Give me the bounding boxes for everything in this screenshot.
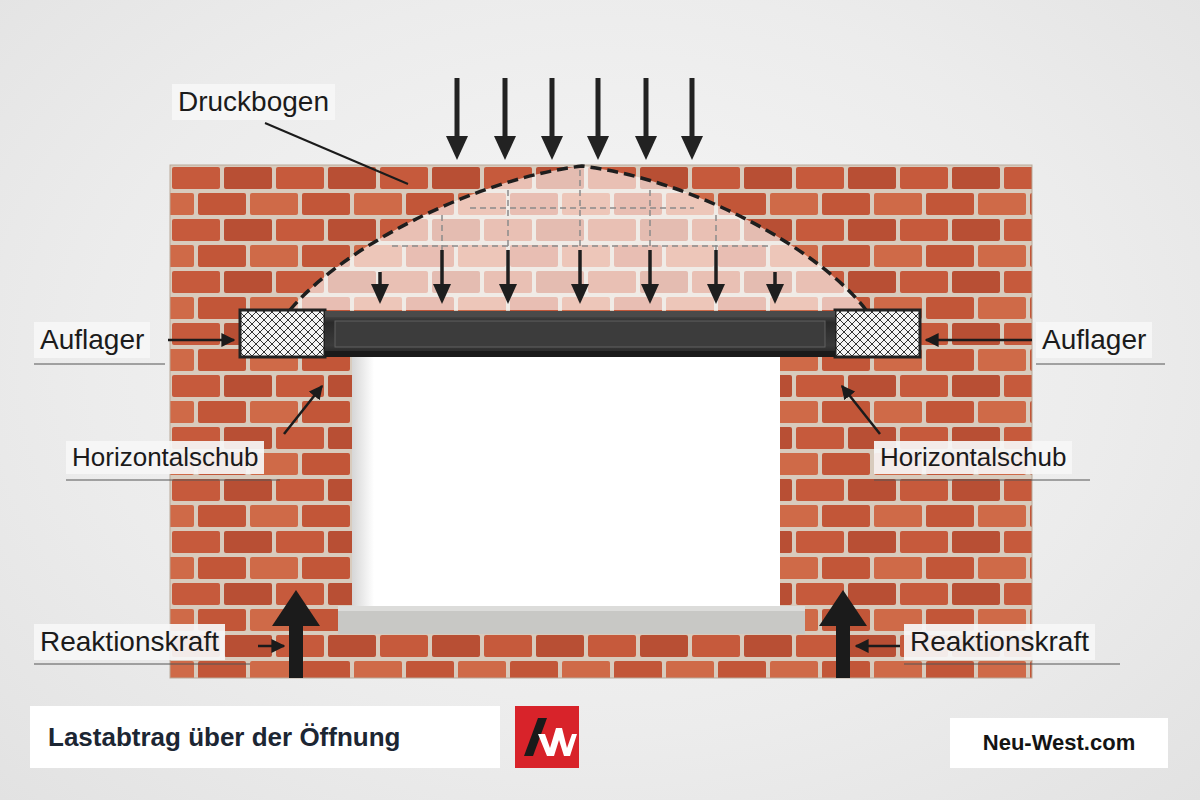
reaction-arrows <box>272 590 867 678</box>
brick-wall <box>170 165 1032 678</box>
support-label: Auflager <box>34 322 150 358</box>
support-label: Auflager <box>1036 322 1152 358</box>
reaction-label: Reaktionskraft <box>34 624 225 660</box>
compression-arch <box>290 166 866 310</box>
diagram-title: Lastabtrag über der Öffnung <box>30 706 500 768</box>
reaction-label: Reaktionskraft <box>904 624 1095 660</box>
website-label: Neu-West.com <box>950 718 1168 768</box>
load-arrows-inner <box>371 250 784 304</box>
logo-mark <box>515 706 579 768</box>
steel-lintel <box>240 310 920 357</box>
leader-lines <box>34 123 1165 664</box>
thrust-label: Horizontalschub <box>66 441 264 474</box>
load-arrows-top <box>446 78 703 160</box>
arch-label: Druckbogen <box>172 84 335 120</box>
thrust-label: Horizontalschub <box>874 441 1072 474</box>
window-opening <box>338 357 805 634</box>
